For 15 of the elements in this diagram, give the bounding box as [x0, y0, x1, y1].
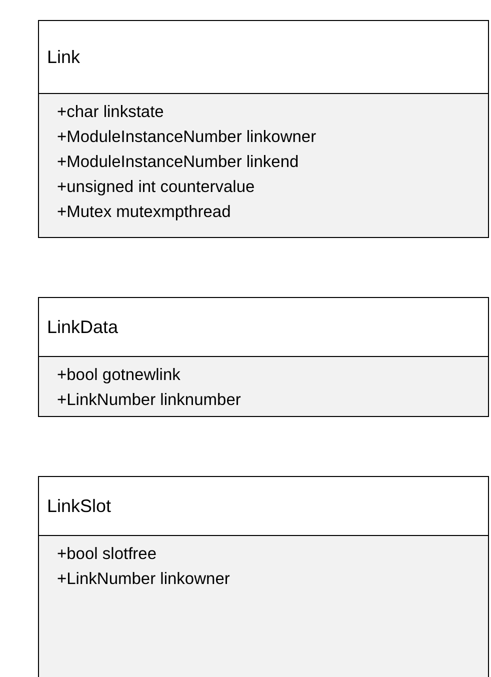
- attribute-text: +bool gotnewlink: [57, 365, 180, 386]
- class-name: LinkSlot: [47, 496, 112, 516]
- attribute-text: +unsigned int countervalue: [57, 177, 255, 198]
- attribute-text: +ModuleInstanceNumber linkowner: [57, 127, 316, 148]
- attribute-text: +LinkNumber linknumber: [57, 390, 241, 411]
- attribute-text: +LinkNumber linkowner: [57, 569, 230, 590]
- attribute-text: +char linkstate: [57, 102, 164, 123]
- attribute-text: +ModuleInstanceNumber linkend: [57, 152, 299, 173]
- class-name: Link: [47, 46, 80, 68]
- class-box: [38, 297, 489, 417]
- class-box: [38, 20, 489, 238]
- attribute-text: +Mutex mutexmpthread: [57, 202, 231, 223]
- class-box: [38, 476, 489, 677]
- class-name: LinkData: [47, 316, 118, 338]
- attribute-text: +bool slotfree: [57, 544, 157, 565]
